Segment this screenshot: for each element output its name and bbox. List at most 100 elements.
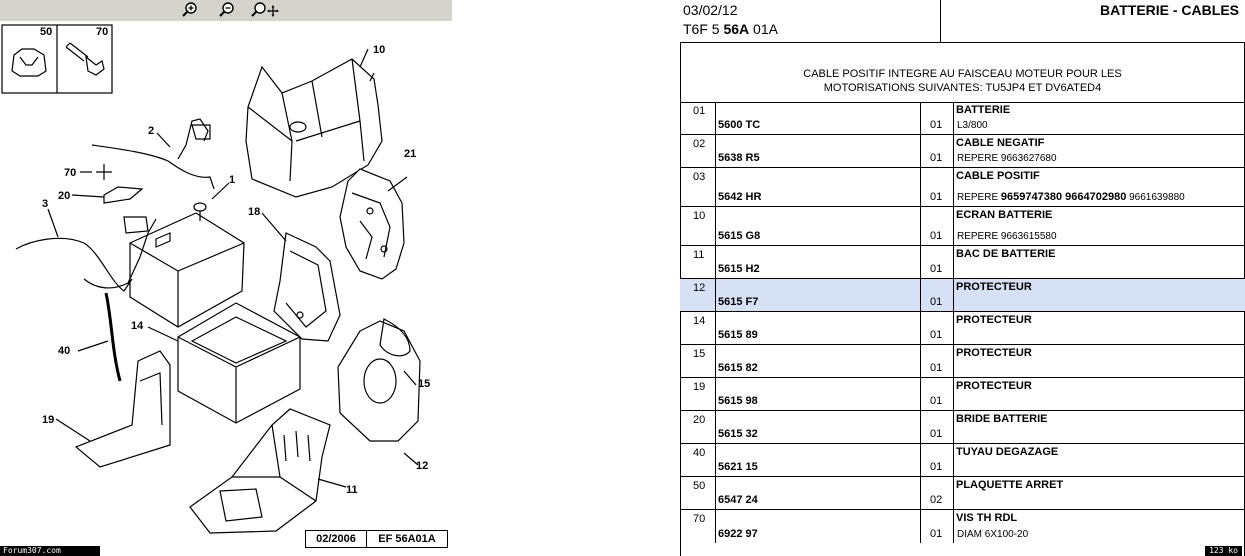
part-index-cell: 11: [680, 246, 716, 278]
zoom-out-icon[interactable]: [216, 1, 238, 19]
parts-list-panel: 03/02/12 T6F 5 56A 01A BATTERIE - CABLES…: [680, 0, 1245, 556]
part-detail-suffix: 9661639880: [1126, 192, 1185, 203]
zoom-move-icon[interactable]: [250, 1, 280, 19]
part-name: PROTECTEUR: [956, 314, 1032, 326]
part-description-cell: BATTERIE L3/800: [956, 102, 1243, 134]
part-quantity: 01: [930, 329, 943, 341]
part-name: CABLE NEGATIF: [956, 137, 1045, 149]
part-index: 02: [693, 138, 706, 150]
part-quantity: 01: [930, 428, 943, 440]
part-name: BRIDE BATTERIE: [956, 413, 1048, 425]
part-index-cell: 20: [680, 411, 716, 443]
part-ref-cell: 5642 HR: [716, 168, 921, 206]
part-quantity: 01: [930, 395, 943, 407]
part-index: 70: [693, 513, 706, 525]
part-reference[interactable]: 5615 F7: [718, 296, 759, 308]
part-description-cell: PROTECTEUR: [956, 378, 1243, 410]
callout-label: 19: [42, 414, 54, 426]
part-qty-cell: 02: [921, 477, 954, 509]
part-index-cell: 03: [680, 168, 716, 206]
callout-label: 21: [404, 148, 416, 160]
part-quantity: 01: [930, 263, 943, 275]
part-index-cell: 01: [680, 102, 716, 134]
part-ref-cell: 5615 32: [716, 411, 921, 443]
part-detail: REPERE 9663627680: [957, 153, 1057, 164]
part-index: 14: [693, 315, 706, 327]
part-index: 01: [693, 105, 706, 117]
zoom-in-icon[interactable]: [179, 1, 201, 19]
part-name: BAC DE BATTERIE: [956, 248, 1056, 260]
part-index: 03: [693, 171, 706, 183]
part-description-cell: TUYAU DEGAZAGE: [956, 444, 1243, 476]
part-ref-cell: 5615 82: [716, 345, 921, 377]
table-row[interactable]: 14 5615 89 01 PROTECTEUR: [680, 312, 1245, 345]
part-reference[interactable]: 5615 82: [718, 362, 758, 374]
part-name: PROTECTEUR: [956, 347, 1032, 359]
part-reference[interactable]: 6922 97: [718, 528, 758, 540]
part-reference[interactable]: 5615 H2: [718, 263, 760, 275]
part-qty-cell: 01: [921, 444, 954, 476]
part-reference[interactable]: 5615 89: [718, 329, 758, 341]
part-name: VIS TH RDL: [956, 512, 1018, 524]
table-row[interactable]: 11 5615 H2 01 BAC DE BATTERIE: [680, 246, 1245, 279]
part-ref-cell: 5621 15: [716, 444, 921, 476]
part-index-cell: 70: [680, 510, 716, 543]
header-id-cell: 03/02/12 T6F 5 56A 01A: [680, 0, 941, 42]
forum-watermark: Forum307.com: [0, 546, 100, 556]
header-code-prefix: T6F 5: [683, 21, 724, 37]
callout-label: 70: [96, 26, 108, 38]
part-reference[interactable]: 5615 98: [718, 395, 758, 407]
callout-label: 12: [416, 460, 428, 472]
part-name: ECRAN BATTERIE: [956, 209, 1053, 221]
diagram-date: 02/2006: [306, 531, 367, 547]
part-qty-cell: 01: [921, 246, 954, 278]
diagram-toolbar: [0, 0, 452, 21]
part-ref-cell: 5615 G8: [716, 207, 921, 245]
part-index-cell: 40: [680, 444, 716, 476]
part-index-cell: 12: [680, 279, 716, 311]
part-ref-cell: 5615 98: [716, 378, 921, 410]
callout-label: 40: [58, 345, 70, 357]
part-reference[interactable]: 5615 32: [718, 428, 758, 440]
part-qty-cell: 01: [921, 312, 954, 344]
part-ref-cell: 6547 24: [716, 477, 921, 509]
note-box: CABLE POSITIF INTEGRE AU FAISCEAU MOTEUR…: [680, 43, 1245, 103]
part-reference[interactable]: 5638 R5: [718, 152, 760, 164]
part-name: BATTERIE: [956, 104, 1011, 116]
part-detail: REPERE 9659747380 9664702980 9661639880: [957, 191, 1185, 203]
part-description-cell: CABLE NEGATIF REPERE 9663627680: [956, 135, 1243, 167]
part-reference[interactable]: 5615 G8: [718, 230, 761, 242]
part-qty-cell: 01: [921, 102, 954, 134]
part-name: TUYAU DEGAZAGE: [956, 446, 1059, 458]
part-index-cell: 19: [680, 378, 716, 410]
part-reference[interactable]: 5642 HR: [718, 191, 762, 203]
part-name: PROTECTEUR: [956, 281, 1032, 293]
part-description-cell: BAC DE BATTERIE: [956, 246, 1243, 278]
part-quantity: 01: [930, 191, 943, 203]
part-reference[interactable]: 5600 TC: [718, 119, 761, 131]
part-description-cell: PROTECTEUR: [956, 279, 1243, 311]
part-quantity: 01: [930, 362, 943, 374]
part-reference[interactable]: 5621 15: [718, 461, 758, 473]
part-index-cell: 15: [680, 345, 716, 377]
part-ref-cell: 6922 97: [716, 510, 921, 543]
note-line: CABLE POSITIF INTEGRE AU FAISCEAU MOTEUR…: [803, 68, 1122, 80]
part-reference[interactable]: 6547 24: [718, 494, 758, 506]
callout-label: 10: [373, 44, 385, 56]
note-text: CABLE POSITIF INTEGRE AU FAISCEAU MOTEUR…: [680, 67, 1245, 95]
part-detail: L3/800: [957, 120, 988, 131]
part-index: 11: [693, 249, 705, 261]
part-qty-cell: 01: [921, 279, 954, 311]
